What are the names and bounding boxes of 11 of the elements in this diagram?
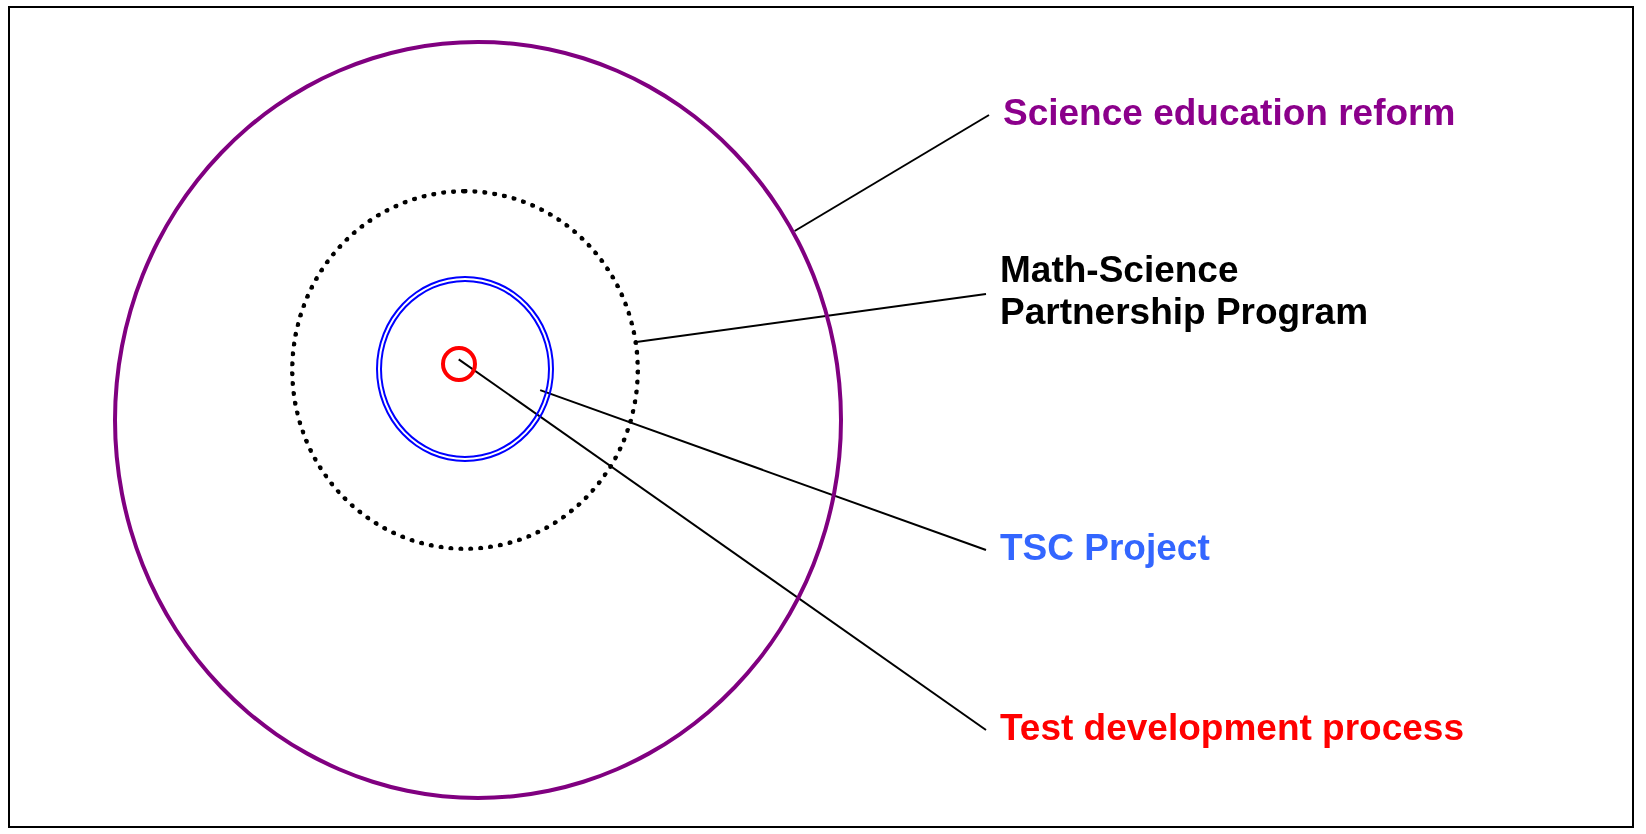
callout-label: Test development process [1000, 707, 1560, 749]
ring-outline [290, 189, 640, 551]
callout-label: Science education reform [1003, 92, 1563, 134]
ring-outline [113, 40, 843, 800]
ring-outline [376, 276, 554, 462]
leader-line [793, 114, 990, 232]
callout-label: Math-Science Partnership Program [1000, 249, 1430, 333]
leader-line [539, 389, 987, 551]
leader-line [457, 358, 987, 731]
ring-outline [441, 346, 477, 382]
callout-label: TSC Project [1000, 527, 1400, 569]
